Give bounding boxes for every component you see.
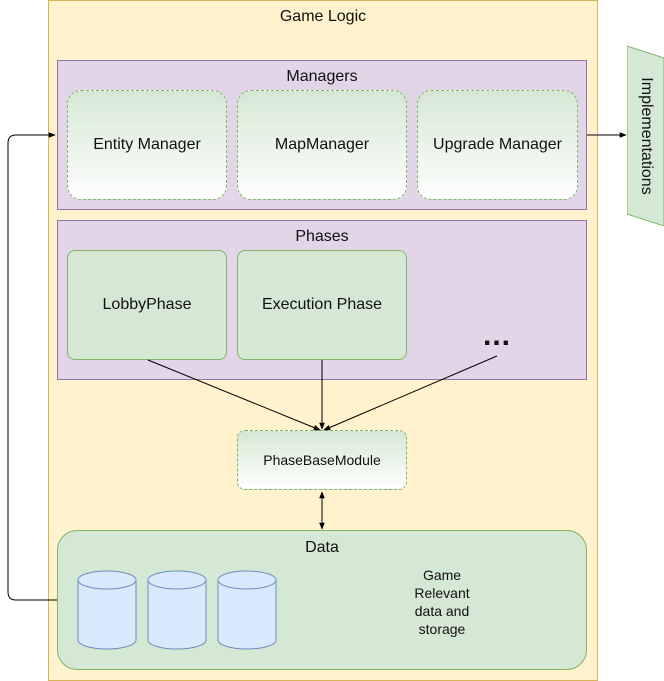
game-logic-title: Game Logic — [279, 8, 367, 25]
more-to-base-connector — [323, 355, 498, 431]
data-description-line: storage — [418, 621, 466, 637]
phases-title: Phases — [295, 228, 349, 245]
implementations-shape[interactable]: Implementations — [627, 46, 664, 226]
data-description: Game Relevant data and storage — [392, 564, 492, 640]
data-to-managers-connector — [7, 132, 57, 601]
data-description-line: Relevant — [414, 585, 470, 601]
map-manager-box[interactable]: MapManager — [237, 90, 407, 200]
more-phases-ellipsis: ... — [482, 319, 511, 352]
data-title: Data — [305, 539, 339, 556]
database-cylinder-icon — [77, 570, 137, 650]
database-cylinder-icon — [217, 570, 277, 650]
data-description-line: Game — [422, 567, 462, 583]
data-description-line: data and — [414, 603, 470, 619]
upgrade-manager-box[interactable]: Upgrade Manager — [417, 90, 578, 200]
entity-manager-box[interactable]: Entity Manager — [67, 90, 227, 200]
phase-base-module-box[interactable]: PhaseBaseModule — [237, 430, 407, 490]
managers-title: Managers — [286, 68, 358, 85]
lobby-to-base-connector — [147, 359, 321, 431]
implementations-parallelogram — [627, 46, 664, 226]
execution-phase-box[interactable]: Execution Phase — [237, 250, 407, 360]
data-panel — [57, 530, 587, 670]
database-cylinder-icon — [147, 570, 207, 650]
lobby-phase-box[interactable]: LobbyPhase — [67, 250, 227, 360]
